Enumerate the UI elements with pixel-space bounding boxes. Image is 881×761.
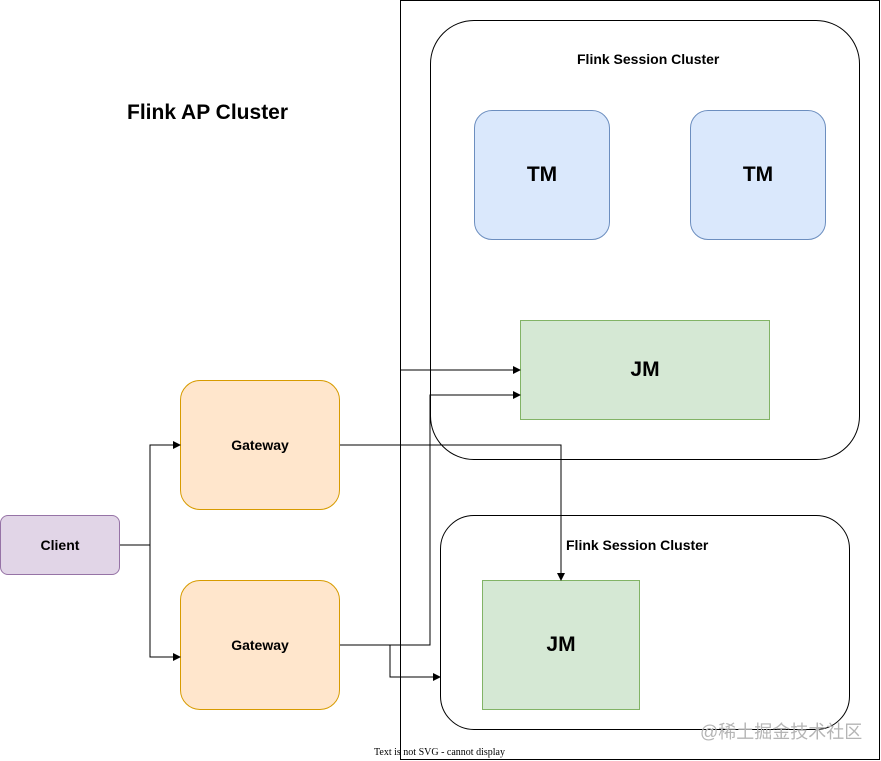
job-manager-bottom: JM <box>482 580 640 710</box>
edge-client-to-gateway-top <box>120 441 181 546</box>
session-cluster-top-label: Flink Session Cluster <box>577 51 720 67</box>
gateway-bottom: Gateway <box>180 580 340 710</box>
session-cluster-bottom-label: Flink Session Cluster <box>566 537 709 553</box>
ap-cluster-frame <box>400 0 880 760</box>
diagram-title: Flink AP Cluster <box>127 101 289 124</box>
job-manager-top: JM <box>520 320 770 420</box>
client-node: Client <box>0 515 120 575</box>
gateway-top: Gateway <box>180 380 340 510</box>
watermark: @稀土掘金技术社区 <box>700 722 863 742</box>
task-manager-left: TM <box>474 110 610 240</box>
footer-note: Text is not SVG - cannot display <box>374 747 505 758</box>
task-manager-right: TM <box>690 110 826 240</box>
edge-client-to-gateway-bottom <box>149 545 181 661</box>
